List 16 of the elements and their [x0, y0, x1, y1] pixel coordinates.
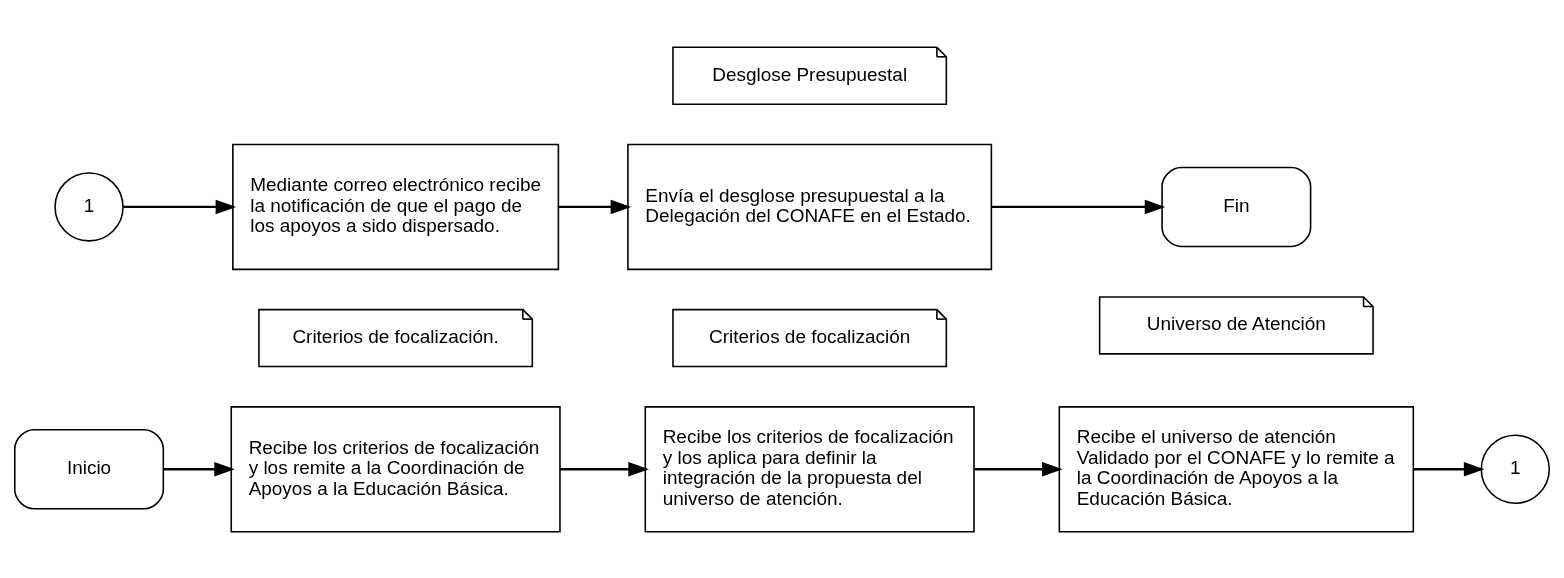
- node-box: Recibe los criterios de focalización y los aplica para definir la integración de la propuesta del universo de atención.: [644, 405, 975, 532]
- arrow: [1413, 461, 1485, 476]
- node-box: Mediante correo electrónico recibe la notificación de que el pago de los apoyos a sido dispersado.: [232, 143, 560, 270]
- arrow: [164, 461, 235, 476]
- node-box: Envía el desglose presupuestal a la Delegación del CONAFE en el Estado.: [627, 143, 993, 270]
- arrow: [123, 199, 237, 214]
- node-box: Fin: [1161, 166, 1312, 247]
- node-box: Inicio: [14, 428, 165, 510]
- node-box: Recibe los criterios de focalización y los remite a la Coordinación de Apoyos a la Educación Básica.: [230, 405, 561, 532]
- node-circle: 1: [54, 171, 124, 242]
- arrow: [558, 199, 632, 214]
- arrow: [560, 461, 649, 476]
- arrow: [974, 461, 1063, 476]
- arrow: [991, 199, 1166, 214]
- node-box: Recibe el universo de atención Validado por el CONAFE y lo remite a la Coordinación de Apoyos a la Educación Básica.: [1058, 405, 1415, 532]
- node-circle: 1: [1480, 434, 1550, 504]
